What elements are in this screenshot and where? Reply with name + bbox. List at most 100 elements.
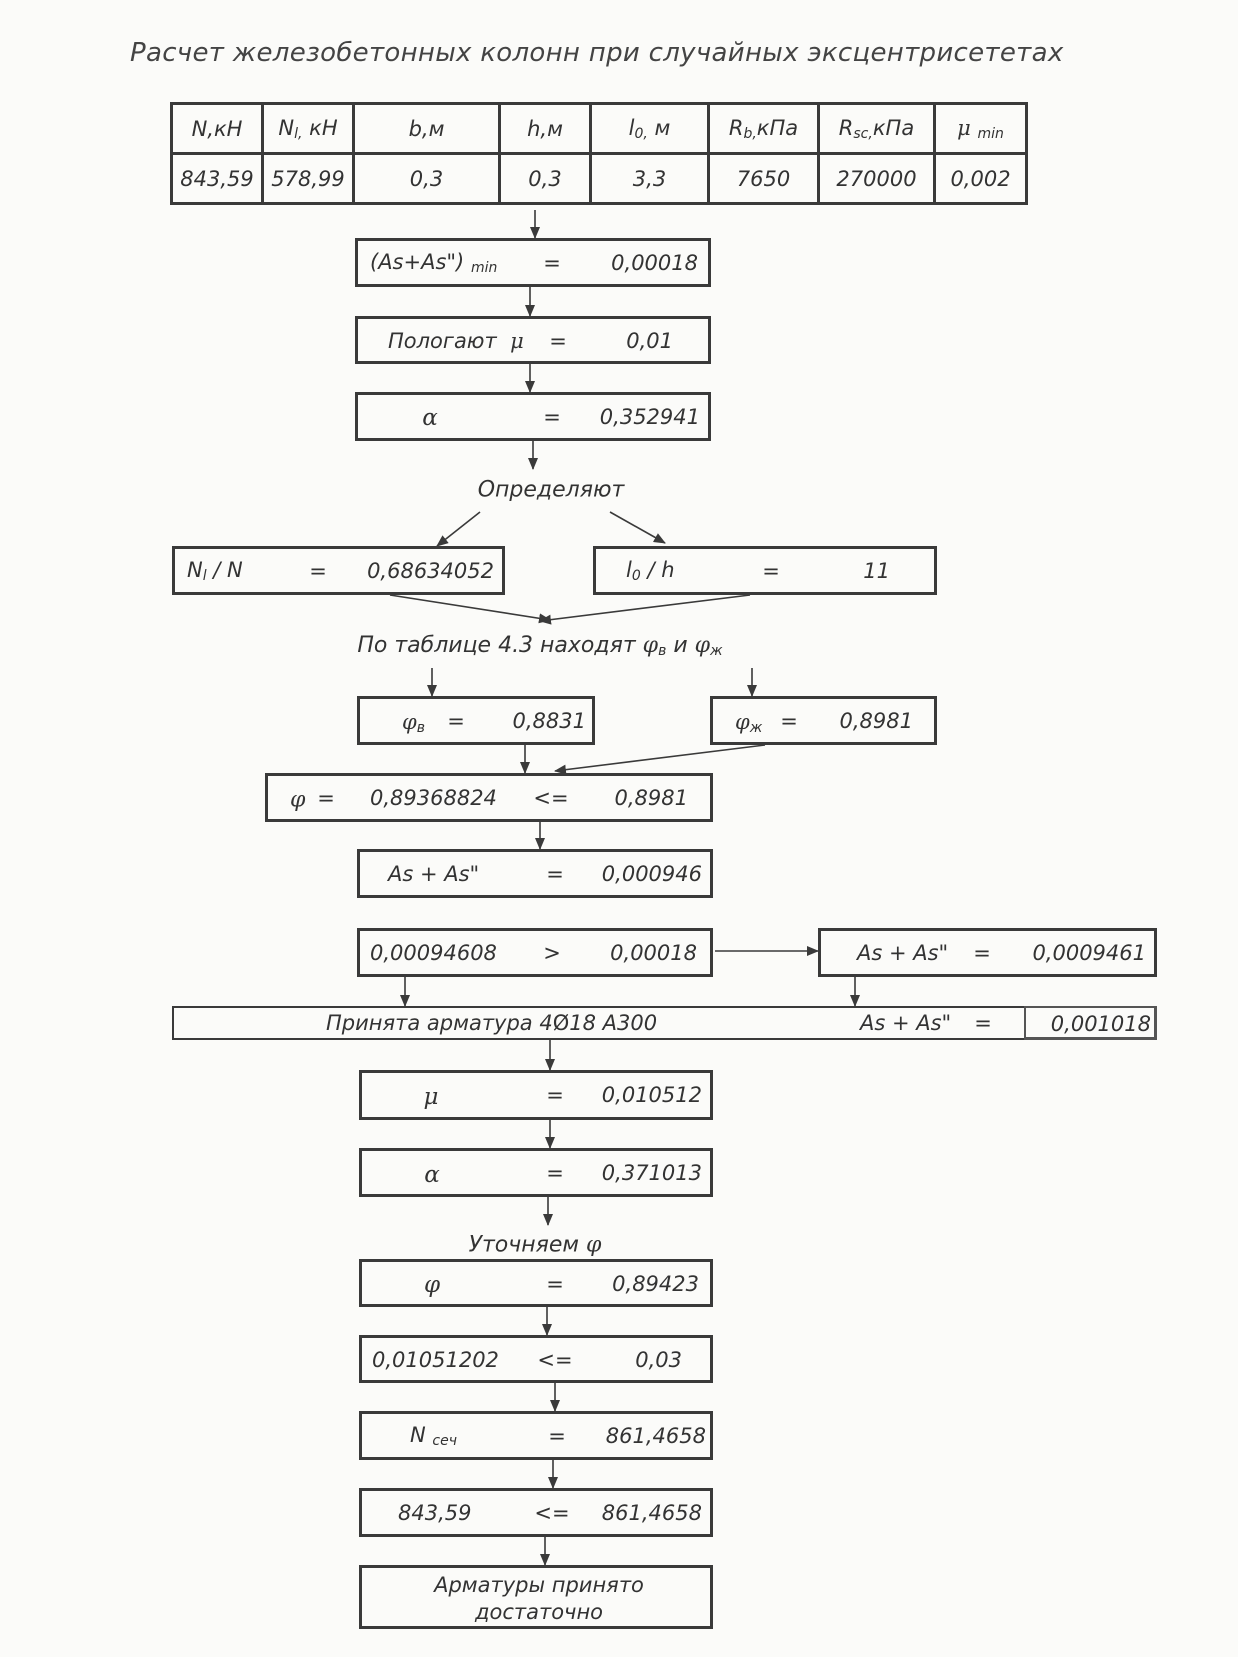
compare-left: 0,00094608: [370, 941, 497, 965]
phi-limit-value: 0,8981: [614, 786, 688, 810]
as-min-label: (As+As") min: [370, 250, 498, 276]
box-phi-2: φ = 0,89423: [359, 1259, 713, 1307]
compare-right: 0,00018: [610, 941, 697, 965]
as-sum-2-eq: =: [973, 941, 991, 965]
phi-2-value: 0,89423: [612, 1272, 699, 1296]
arrow-nln-to-table: [389, 594, 551, 624]
accepted-as-label: As + As": [860, 1011, 952, 1035]
phi-operator: <=: [533, 786, 569, 810]
box-compare: 0,00094608 > 0,00018: [357, 928, 713, 977]
mu-symbol: μ: [423, 1084, 439, 1110]
result-line-1: Арматуры принято: [434, 1573, 644, 1597]
alpha-2-eq: =: [546, 1161, 564, 1185]
accepted-text: Принята арматура 4Ø18 А300: [326, 1011, 658, 1035]
arrow-l0h-to-table: [539, 594, 751, 625]
as-sum-2-value: 0,0009461: [1032, 941, 1146, 965]
assume-eq: =: [549, 329, 567, 353]
n-check-left: 843,59: [398, 1501, 472, 1525]
value-n: 843,59: [170, 152, 264, 205]
compare-operator: >: [543, 941, 561, 965]
mu-check-left: 0,01051202: [372, 1348, 499, 1372]
nl-n-eq: =: [309, 559, 327, 583]
phi-v-eq: =: [447, 709, 465, 733]
header-nl: Nl, кН: [261, 102, 355, 155]
header-mu-min: μ min: [933, 102, 1028, 155]
alpha-value: 0,352941: [599, 405, 700, 429]
value-h: 0,3: [498, 152, 592, 205]
assume-value: 0,01: [626, 329, 673, 353]
accepted-value: 0,001018: [1050, 1012, 1151, 1036]
box-mu-check: 0,01051202 <= 0,03: [359, 1335, 713, 1383]
n-check-operator: <=: [534, 1501, 570, 1525]
box-alpha: α = 0,352941: [355, 392, 711, 441]
box-mu: μ = 0,010512: [359, 1070, 713, 1120]
box-n-sec: N сеч = 861,4658: [359, 1411, 713, 1460]
mu-value: 0,010512: [601, 1083, 702, 1107]
header-b: b,м: [352, 102, 501, 155]
box-alpha-2: α = 0,371013: [359, 1148, 713, 1197]
as-min-eq: =: [543, 251, 561, 275]
alpha-symbol: α: [422, 405, 438, 431]
alpha-eq: =: [543, 405, 561, 429]
mu-eq: =: [546, 1083, 564, 1107]
value-l0: 3,3: [589, 152, 710, 205]
header-l0: l0, м: [589, 102, 710, 155]
phi-v-value: 0,8831: [512, 709, 586, 733]
input-parameters-table: N,кН Nl, кН b,м h,м l0, м Rb,кПа Rsc,кПа…: [170, 102, 1028, 205]
as-sum-2-label: As + As": [857, 941, 949, 965]
value-b: 0,3: [352, 152, 501, 205]
arrow-determine-to-nln: [436, 511, 481, 547]
header-n: N,кН: [170, 102, 264, 155]
box-as-sum: As + As" = 0,000946: [357, 849, 713, 898]
box-result: Арматуры принято достаточно: [359, 1565, 713, 1629]
nl-n-label: Nl / N: [187, 558, 243, 584]
table-caption: По таблице 4.3 находят φв и φж: [357, 633, 723, 659]
l0-h-eq: =: [762, 559, 780, 583]
phi-zh-eq: =: [780, 709, 798, 733]
as-sum-value: 0,000946: [601, 862, 702, 886]
box-nl-n: Nl / N = 0,68634052: [172, 546, 505, 595]
as-sum-label: As + As": [388, 862, 480, 886]
n-sec-eq: =: [548, 1424, 566, 1448]
alpha-2-value: 0,371013: [601, 1161, 702, 1185]
box-phi-zh: φж = 0,8981: [710, 696, 937, 745]
phi-eq: =: [317, 786, 335, 810]
arrow-determine-to-l0h: [609, 511, 666, 544]
assume-label: Пологают μ: [388, 329, 524, 353]
table-header-row: N,кН Nl, кН b,м h,м l0, м Rb,кПа Rsc,кПа…: [170, 102, 1028, 155]
l0-h-label: l0 / h: [626, 558, 675, 584]
alpha-2-symbol: α: [424, 1162, 440, 1188]
phi-symbol: φ: [290, 787, 306, 813]
nl-n-value: 0,68634052: [367, 559, 494, 583]
n-sec-value: 861,4658: [605, 1424, 706, 1448]
refine-caption: Уточняем φ: [468, 1232, 602, 1258]
header-rb: Rb,кПа: [707, 102, 820, 155]
as-min-value: 0,00018: [611, 251, 698, 275]
phi-2-symbol: φ: [423, 1272, 441, 1298]
arrow-phizh-to-phi: [554, 744, 766, 775]
value-rsc: 270000: [817, 152, 936, 205]
phi-v-label: φв: [402, 710, 425, 736]
phi-zh-label: φж: [735, 710, 763, 736]
n-check-right: 861,4658: [601, 1501, 702, 1525]
value-mu-min: 0,002: [933, 152, 1028, 205]
phi-value: 0,89368824: [370, 786, 497, 810]
box-phi-check: φ = 0,89368824 <= 0,8981: [265, 773, 713, 822]
accepted-value-cell: 0,001018: [1024, 1006, 1157, 1040]
page-title: Расчет железобетонных колонн при случайн…: [130, 38, 1064, 68]
box-l0-h: l0 / h = 11: [593, 546, 937, 595]
box-as-min: (As+As") min = 0,00018: [355, 238, 711, 287]
value-rb: 7650: [707, 152, 820, 205]
n-sec-label: N сеч: [410, 1423, 457, 1449]
as-sum-eq: =: [546, 862, 564, 886]
phi-zh-value: 0,8981: [839, 709, 913, 733]
box-as-sum-2: As + As" = 0,0009461: [818, 928, 1157, 977]
header-rsc: Rsc,кПа: [817, 102, 936, 155]
mu-check-operator: <=: [537, 1348, 573, 1372]
value-nl: 578,99: [261, 152, 355, 205]
mu-check-right: 0,03: [635, 1348, 682, 1372]
result-line-2: достаточно: [474, 1600, 604, 1624]
box-n-check: 843,59 <= 861,4658: [359, 1488, 713, 1537]
